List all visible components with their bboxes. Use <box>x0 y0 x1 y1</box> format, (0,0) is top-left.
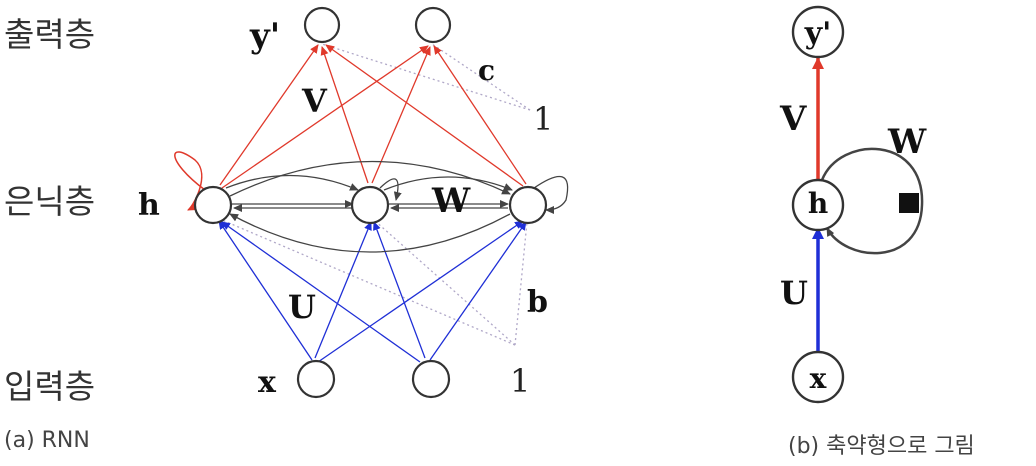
hidden-layer-label: 은닉층 <box>4 182 96 221</box>
output-node-2 <box>414 6 452 44</box>
compact-label-W: W <box>887 122 927 162</box>
compact-input-node <box>791 350 845 404</box>
compact-label-x: x <box>810 362 827 395</box>
rnn-label-one-out: 1 <box>533 100 553 138</box>
compact-W-loop <box>820 147 924 255</box>
caption-a: (a) RNN <box>4 428 90 453</box>
output-bias-edges <box>321 43 531 111</box>
rnn-label-W: W <box>431 181 471 221</box>
compact-label-V: V <box>779 99 807 139</box>
output-layer-label: 출력층 <box>4 15 96 54</box>
compact-label-h: h <box>808 187 828 220</box>
input-layer-label: 입력층 <box>4 367 96 406</box>
compact-label-y: y' <box>804 16 832 51</box>
hidden-node-2 <box>350 185 390 225</box>
rnn-label-y: y' <box>249 16 280 56</box>
rnn-label-c: c <box>478 54 495 87</box>
rnn-label-h: h <box>138 188 160 223</box>
compact-label-U: U <box>780 274 808 312</box>
hidden-node-3 <box>508 185 548 225</box>
input-weight-edges <box>218 220 527 363</box>
compact-hidden-node <box>791 178 845 232</box>
hidden-bias-edges <box>221 219 528 346</box>
compact-output-node <box>791 5 845 59</box>
delay-square <box>899 193 919 213</box>
rnn-label-b: b <box>527 285 548 320</box>
rnn-label-U: U <box>288 288 316 326</box>
rnn-label-one-in: 1 <box>510 362 530 400</box>
hidden-node-1 <box>193 185 233 225</box>
rnn-label-x: x <box>258 365 277 400</box>
caption-b: (b) 축약형으로 그림 <box>788 434 975 459</box>
input-node-2 <box>411 359 451 399</box>
output-weight-edges <box>219 44 527 189</box>
recurrent-edges <box>225 160 569 253</box>
rnn-label-V: V <box>301 82 328 120</box>
output-node-1 <box>303 6 341 44</box>
input-node-1 <box>296 359 336 399</box>
